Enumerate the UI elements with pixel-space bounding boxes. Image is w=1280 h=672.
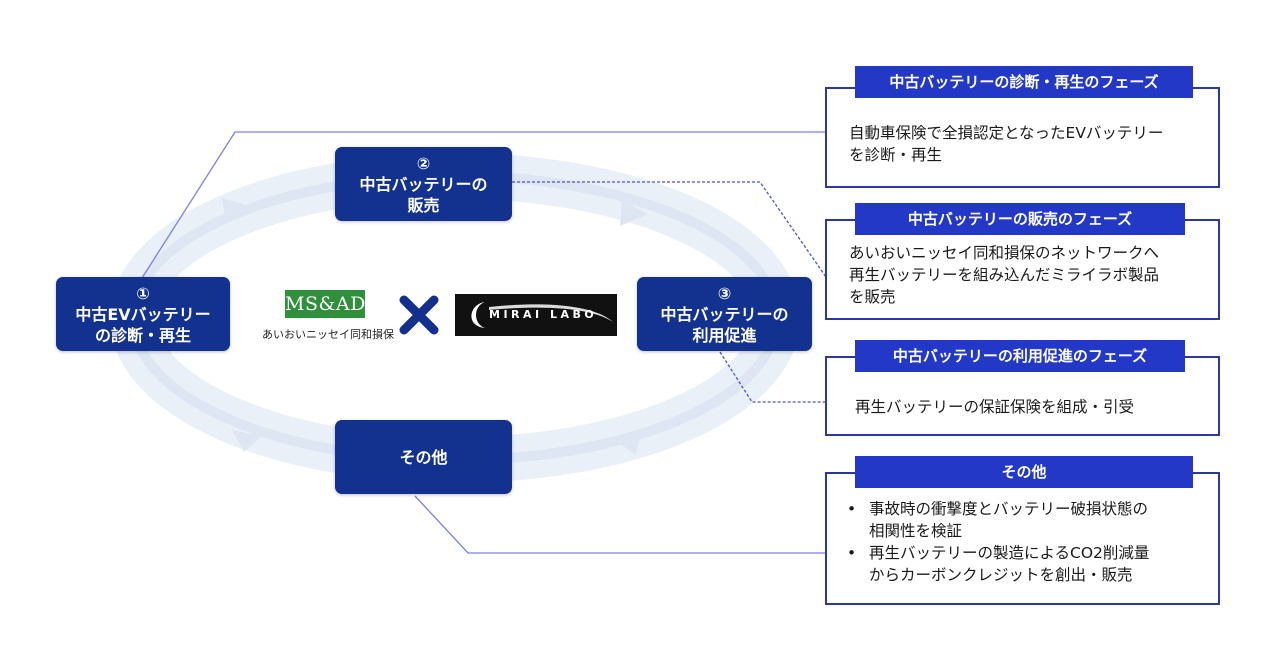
panel-other-body: 事故時の衝撃度とバッテリー破損状態の 相関性を検証 再生バッテリーの製造によるC… — [845, 498, 1149, 586]
cycle-arrow-top-right — [620, 200, 648, 226]
bullet-line: 事故時の衝撃度とバッテリー破損状態の — [869, 500, 1149, 518]
cycle-arrow-top-left — [222, 198, 252, 222]
panel-diagnosis-line: を診断・再生 — [849, 146, 943, 164]
node-diagnosis-number: ① — [136, 283, 150, 303]
node-sales-line1: 中古バッテリーの — [359, 174, 488, 194]
bullet-line: からカーボンクレジットを創出・販売 — [869, 566, 1133, 584]
node-promotion-line2: 利用促進 — [692, 325, 757, 345]
node-sales: ② 中古バッテリーの 販売 — [335, 147, 512, 221]
panel-diagnosis: 自動車保険で全損認定となったEVバッテリー を診断・再生 — [825, 87, 1220, 188]
panel-sales-line: 再生バッテリーを組み込んだミライラボ製品 — [849, 266, 1160, 284]
connector-diagnosis — [141, 131, 826, 279]
panel-other-title: その他 — [855, 456, 1193, 488]
panel-sales-body: あいおいニッセイ同和損保のネットワークへ 再生バッテリーを組み込んだミライラボ製… — [849, 242, 1159, 308]
panel-diagnosis-line: 自動車保険で全損認定となったEVバッテリー — [849, 124, 1164, 142]
list-item: 再生バッテリーの製造によるCO2削減量 からカーボンクレジットを創出・販売 — [845, 542, 1149, 586]
node-diagnosis-line1: 中古EVバッテリー — [75, 304, 211, 324]
mirai-labo-logo: MIRAI LABO — [455, 294, 617, 336]
bullet-line: 再生バッテリーの製造によるCO2削減量 — [869, 544, 1150, 562]
panel-diagnosis-body: 自動車保険で全損認定となったEVバッテリー を診断・再生 — [849, 122, 1163, 166]
node-other-label: その他 — [399, 447, 448, 467]
panel-sales-line: を販売 — [849, 288, 896, 306]
panel-promotion-body: 再生バッテリーの保証保険を組成・引受 — [855, 396, 1134, 418]
msad-company-name: あいおいニッセイ同和損保 — [262, 328, 394, 341]
mirai-labo-wordmark: MIRAI LABO — [489, 308, 598, 321]
panel-sales: あいおいニッセイ同和損保のネットワークへ 再生バッテリーを組み込んだミライラボ製… — [825, 219, 1220, 320]
node-promotion-line1: 中古バッテリーの — [660, 304, 789, 324]
cycle-arrow-bottom-right — [615, 428, 642, 455]
node-promotion-number: ③ — [717, 283, 732, 303]
node-other: その他 — [335, 420, 512, 494]
panel-diagnosis-title: 中古バッテリーの診断・再生のフェーズ — [855, 66, 1193, 98]
connector-sales — [512, 181, 827, 278]
mirai-labo-swoosh-icon — [471, 302, 613, 328]
list-item: 事故時の衝撃度とバッテリー破損状態の 相関性を検証 — [845, 498, 1149, 542]
node-sales-line2: 販売 — [407, 195, 440, 215]
bullet-line: 相関性を検証 — [869, 522, 963, 540]
connector-other — [414, 495, 826, 554]
panel-promotion-title: 中古バッテリーの利用促進のフェーズ — [855, 340, 1185, 372]
node-diagnosis: ① 中古EVバッテリー の診断・再生 — [56, 277, 230, 351]
panel-sales-line: あいおいニッセイ同和損保のネットワークへ — [849, 244, 1160, 262]
cycle-arrow-bottom-left — [232, 430, 262, 452]
panel-other: 事故時の衝撃度とバッテリー破損状態の 相関性を検証 再生バッテリーの製造によるC… — [825, 472, 1220, 605]
panel-promotion-line: 再生バッテリーの保証保険を組成・引受 — [855, 398, 1135, 416]
collaboration-cross-icon — [399, 295, 439, 335]
panel-other-bullets: 事故時の衝撃度とバッテリー破損状態の 相関性を検証 再生バッテリーの製造によるC… — [845, 498, 1149, 586]
panel-sales-title: 中古バッテリーの販売のフェーズ — [855, 203, 1185, 235]
node-sales-number: ② — [416, 153, 431, 173]
msad-logo: MS&AD — [285, 290, 365, 318]
node-diagnosis-line2: の診断・再生 — [94, 325, 191, 345]
node-promotion: ③ 中古バッテリーの 利用促進 — [637, 277, 812, 351]
